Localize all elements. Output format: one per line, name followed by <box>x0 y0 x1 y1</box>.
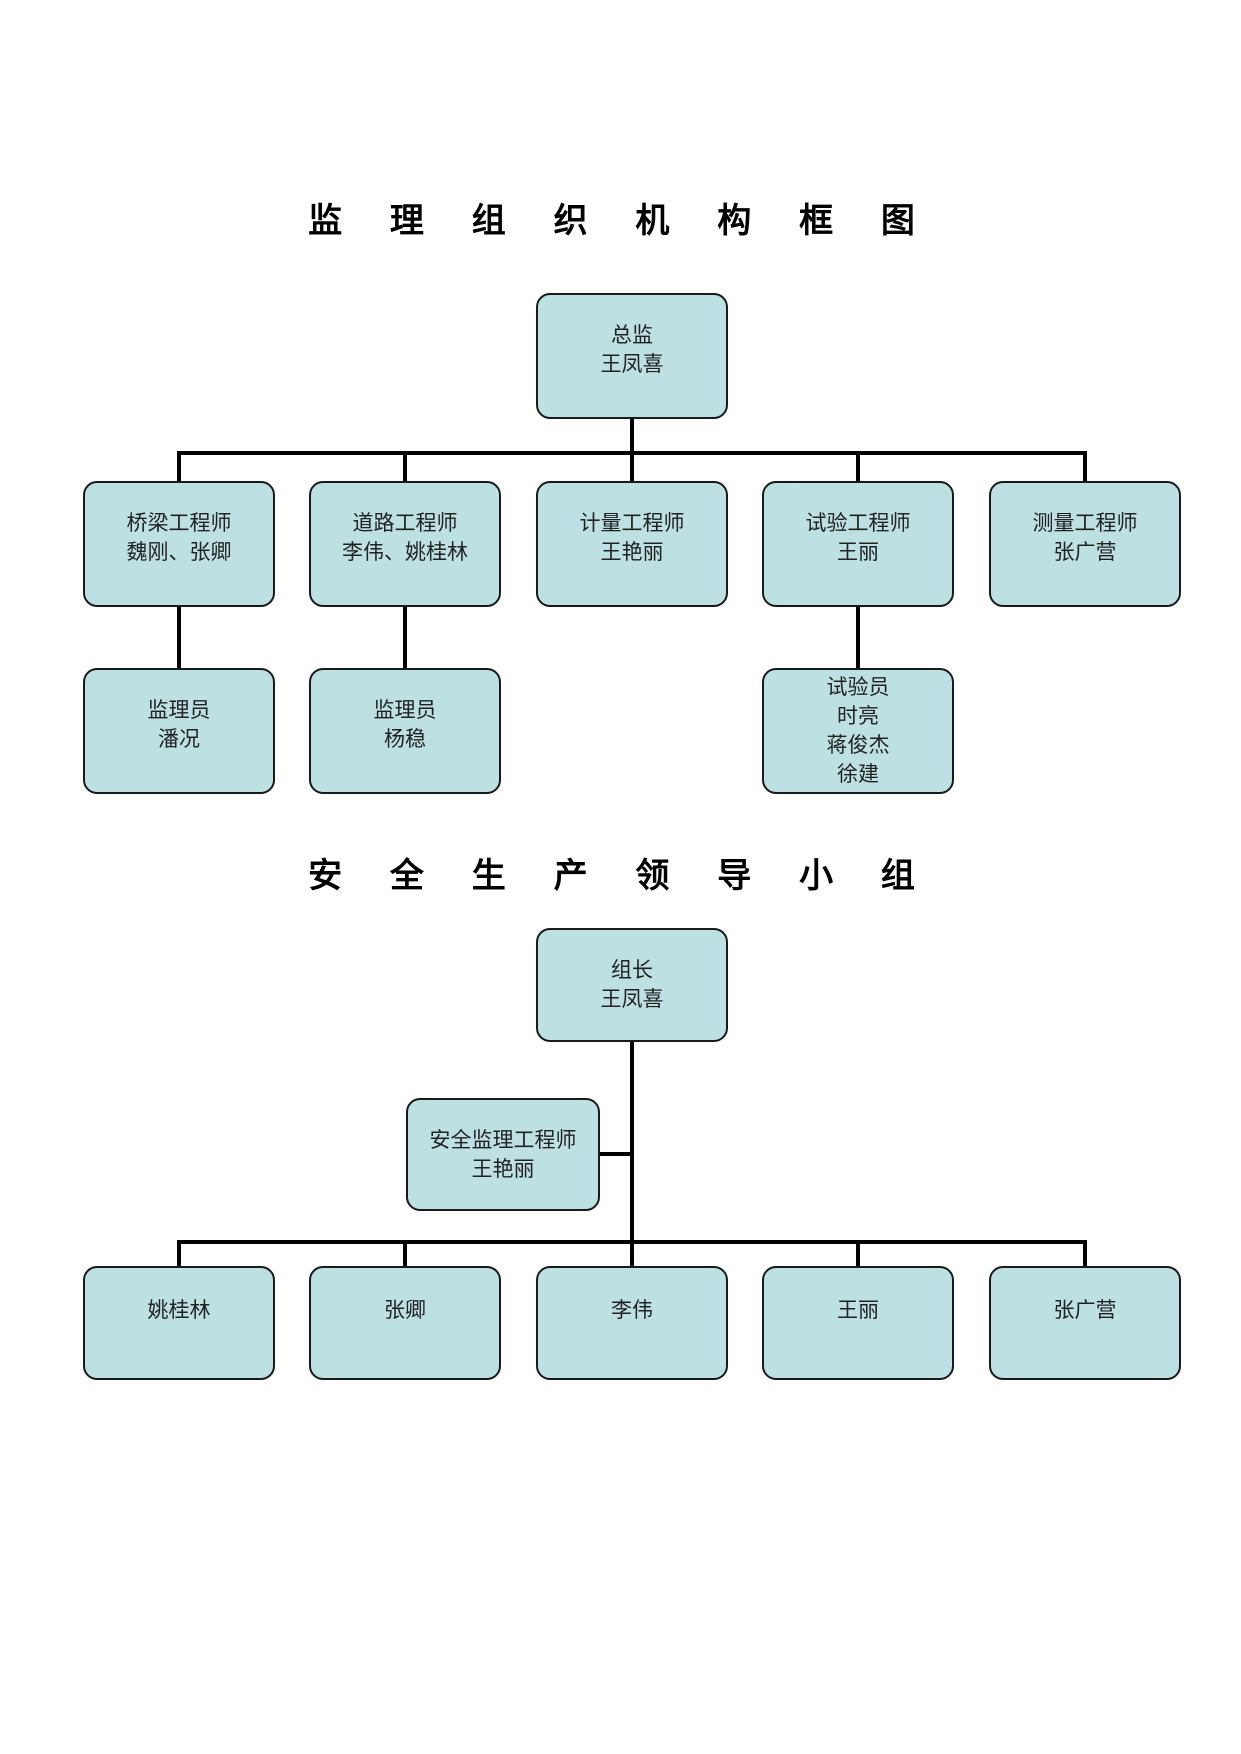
engineer-names: 王丽 <box>837 540 879 564</box>
engineer-names: 魏刚、张卿 <box>126 540 232 564</box>
member-name: 李伟 <box>611 1298 653 1322</box>
member-box: 李伟 <box>536 1266 728 1380</box>
leader-role: 组长 <box>611 958 653 982</box>
engineer-names: 王艳丽 <box>600 540 664 564</box>
staff-name: 徐建 <box>837 762 879 786</box>
chief-name: 王凤喜 <box>600 352 664 376</box>
safety-engineer-box: 安全监理工程师 王艳丽 <box>406 1098 600 1211</box>
engineer-names: 李伟、姚桂林 <box>342 540 468 564</box>
engineer-role: 计量工程师 <box>579 511 685 535</box>
engineer-role: 试验工程师 <box>805 511 911 535</box>
staff-box-road: 监理员 杨稳 <box>309 668 501 794</box>
member-name: 王丽 <box>837 1298 879 1322</box>
member-box: 张卿 <box>309 1266 501 1380</box>
staff-name: 潘况 <box>158 727 200 751</box>
staff-box-bridge: 监理员 潘况 <box>83 668 275 794</box>
chief-supervisor-box: 总监 王凤喜 <box>536 293 728 419</box>
chief-role: 总监 <box>611 323 653 347</box>
engineer-box-survey: 测量工程师 张广营 <box>989 481 1181 607</box>
engineer-box-bridge: 桥梁工程师 魏刚、张卿 <box>83 481 275 607</box>
member-name: 张卿 <box>384 1298 426 1322</box>
member-name: 张广营 <box>1053 1298 1117 1322</box>
staff-role: 监理员 <box>147 698 211 722</box>
safety-engineer-role: 安全监理工程师 <box>429 1128 577 1152</box>
staff-box-testing: 试验员 时亮 蒋俊杰 徐建 <box>762 668 954 794</box>
member-box: 王丽 <box>762 1266 954 1380</box>
member-name: 姚桂林 <box>147 1298 211 1322</box>
member-box: 张广营 <box>989 1266 1181 1380</box>
leader-name: 王凤喜 <box>600 987 664 1011</box>
staff-role: 监理员 <box>373 698 437 722</box>
member-box: 姚桂林 <box>83 1266 275 1380</box>
engineer-names: 张广营 <box>1053 540 1117 564</box>
safety-engineer-name: 王艳丽 <box>471 1157 535 1181</box>
group-leader-box: 组长 王凤喜 <box>536 928 728 1042</box>
safety-group-title: 安 全 生 产 领 导 小 组 <box>308 856 933 896</box>
engineer-box-road: 道路工程师 李伟、姚桂林 <box>309 481 501 607</box>
engineer-role: 道路工程师 <box>352 511 458 535</box>
engineer-role: 测量工程师 <box>1032 511 1138 535</box>
staff-name: 杨稳 <box>384 727 426 751</box>
staff-name: 时亮 <box>837 704 879 728</box>
engineer-box-testing: 试验工程师 王丽 <box>762 481 954 607</box>
staff-role: 试验员 <box>826 675 890 699</box>
engineer-role: 桥梁工程师 <box>126 511 232 535</box>
org-chart-title: 监 理 组 织 机 构 框 图 <box>308 201 933 241</box>
staff-name: 蒋俊杰 <box>826 733 890 757</box>
engineer-box-metering: 计量工程师 王艳丽 <box>536 481 728 607</box>
